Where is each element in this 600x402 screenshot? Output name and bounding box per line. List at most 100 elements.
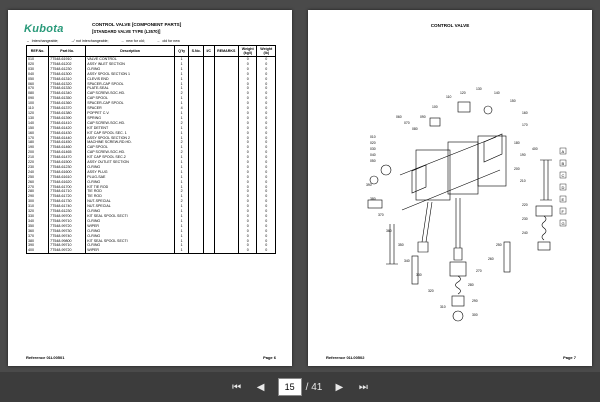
page-number-input[interactable] [277,378,302,396]
table-cell: 010 [25,56,50,62]
column-header: REF.No. [25,45,50,57]
spring-right [541,215,547,241]
table-cell: 260 [25,179,50,185]
table-cell: 340 [25,218,50,224]
part-callout: 290 [472,299,478,303]
prev-page-button[interactable]: ◀ [254,380,268,394]
part-callout: 200 [514,167,520,171]
part-callout: 250 [496,243,502,247]
part-callout: 020 [370,141,376,145]
table-cell: 380 [25,238,50,244]
column-header: REMARKS [213,45,240,57]
legend-item: ←old for new [156,39,180,43]
table-cell: 7T548-61420 [48,125,87,131]
first-page-icon: ⏮ [232,381,242,393]
side-label: A [562,149,565,154]
table-cell: 060 [25,81,50,87]
table-cell: 0 [256,140,276,146]
table-cell: 090 [25,96,50,102]
table-cell: 080 [25,91,50,97]
tie-rod-1 [399,136,497,176]
table-cell: 7T548-61500 [48,160,87,165]
part-callout: 080 [412,127,418,131]
table-cell: 0 [238,71,258,77]
part-callout: 030 [370,147,376,151]
table-cell: 0 [256,238,276,244]
table-cell [188,194,204,200]
table-cell: 0 [256,71,276,77]
table-cell: 1 [174,238,190,244]
table-cell [188,160,204,165]
table-cell: 070 [25,86,50,92]
o-ring-bottom [452,310,464,322]
part-callout: 100 [432,105,438,109]
table-cell: 0 [256,160,276,165]
table-cell: 230 [25,164,50,170]
table-cell: 0 [238,194,258,200]
first-page-button[interactable]: ⏮ [230,380,244,394]
table-cell: 180 [25,140,50,146]
table-cell: 0 [256,184,276,190]
table-cell: 7T548-99710 [48,218,87,224]
table-cell [188,71,204,77]
table-cell [188,150,204,156]
table-cell: 7T548-61230 [48,66,87,72]
table-cell [188,76,204,82]
table-cell [188,214,204,219]
table-cell: 0 [238,214,258,219]
table-cell: 0 [256,145,276,151]
table-cell: 0 [256,164,276,170]
part-callout: 370 [378,213,384,217]
table-cell: 300 [25,199,50,205]
last-page-button[interactable]: ⏭ [356,380,370,394]
table-cell: 7T548-61450 [48,140,87,146]
table-cell: 7T548-99710 [48,243,87,249]
part-callout: 240 [522,231,528,235]
screw-bottom-left [411,255,419,285]
table-cell: 7T548-61340 [48,91,87,97]
table-cell: 7T548-61410 [48,120,87,126]
table-cell: 0 [256,135,276,141]
part-callout: 130 [476,87,482,91]
reference-number: Reference 01L00502 [326,355,365,360]
nut-left [369,175,379,185]
table-cell: 2 [174,140,190,146]
table-cell: 7T548-61230 [48,209,87,214]
side-label-box [559,147,567,155]
last-page-icon: ⏭ [358,381,368,393]
table-cell: 0 [256,106,276,111]
tie-rod-2 [401,169,501,211]
table-cell [188,120,204,126]
part-callout: 310 [440,305,446,309]
table-cell: 320 [25,209,50,214]
table-cell: 0 [238,115,258,121]
table-cell: 1 [174,145,190,151]
table-cell: 0 [238,199,258,205]
column-header: S.No. [188,45,204,57]
table-cell: 360 [25,228,50,234]
table-cell: 0 [256,228,276,234]
table-cell: 0 [256,209,276,214]
next-page-button[interactable]: ▶ [332,380,346,394]
table-cell: 0 [256,81,276,87]
table-cell: 7T548-61620 [48,179,87,185]
page-subtitle: [STANDARD VALVE TYPE (L3570)] [92,29,161,34]
spool-1 [453,198,463,261]
table-cell [188,199,204,205]
plug-top [457,101,471,113]
table-cell: 7T548-99800 [48,238,87,244]
side-label: C [562,173,565,178]
table-cell [188,130,204,136]
page-number: Page 7 [563,355,576,360]
part-callout: 400 [532,147,538,151]
table-cell: 1 [174,209,190,214]
part-callout: 390 [366,183,372,187]
